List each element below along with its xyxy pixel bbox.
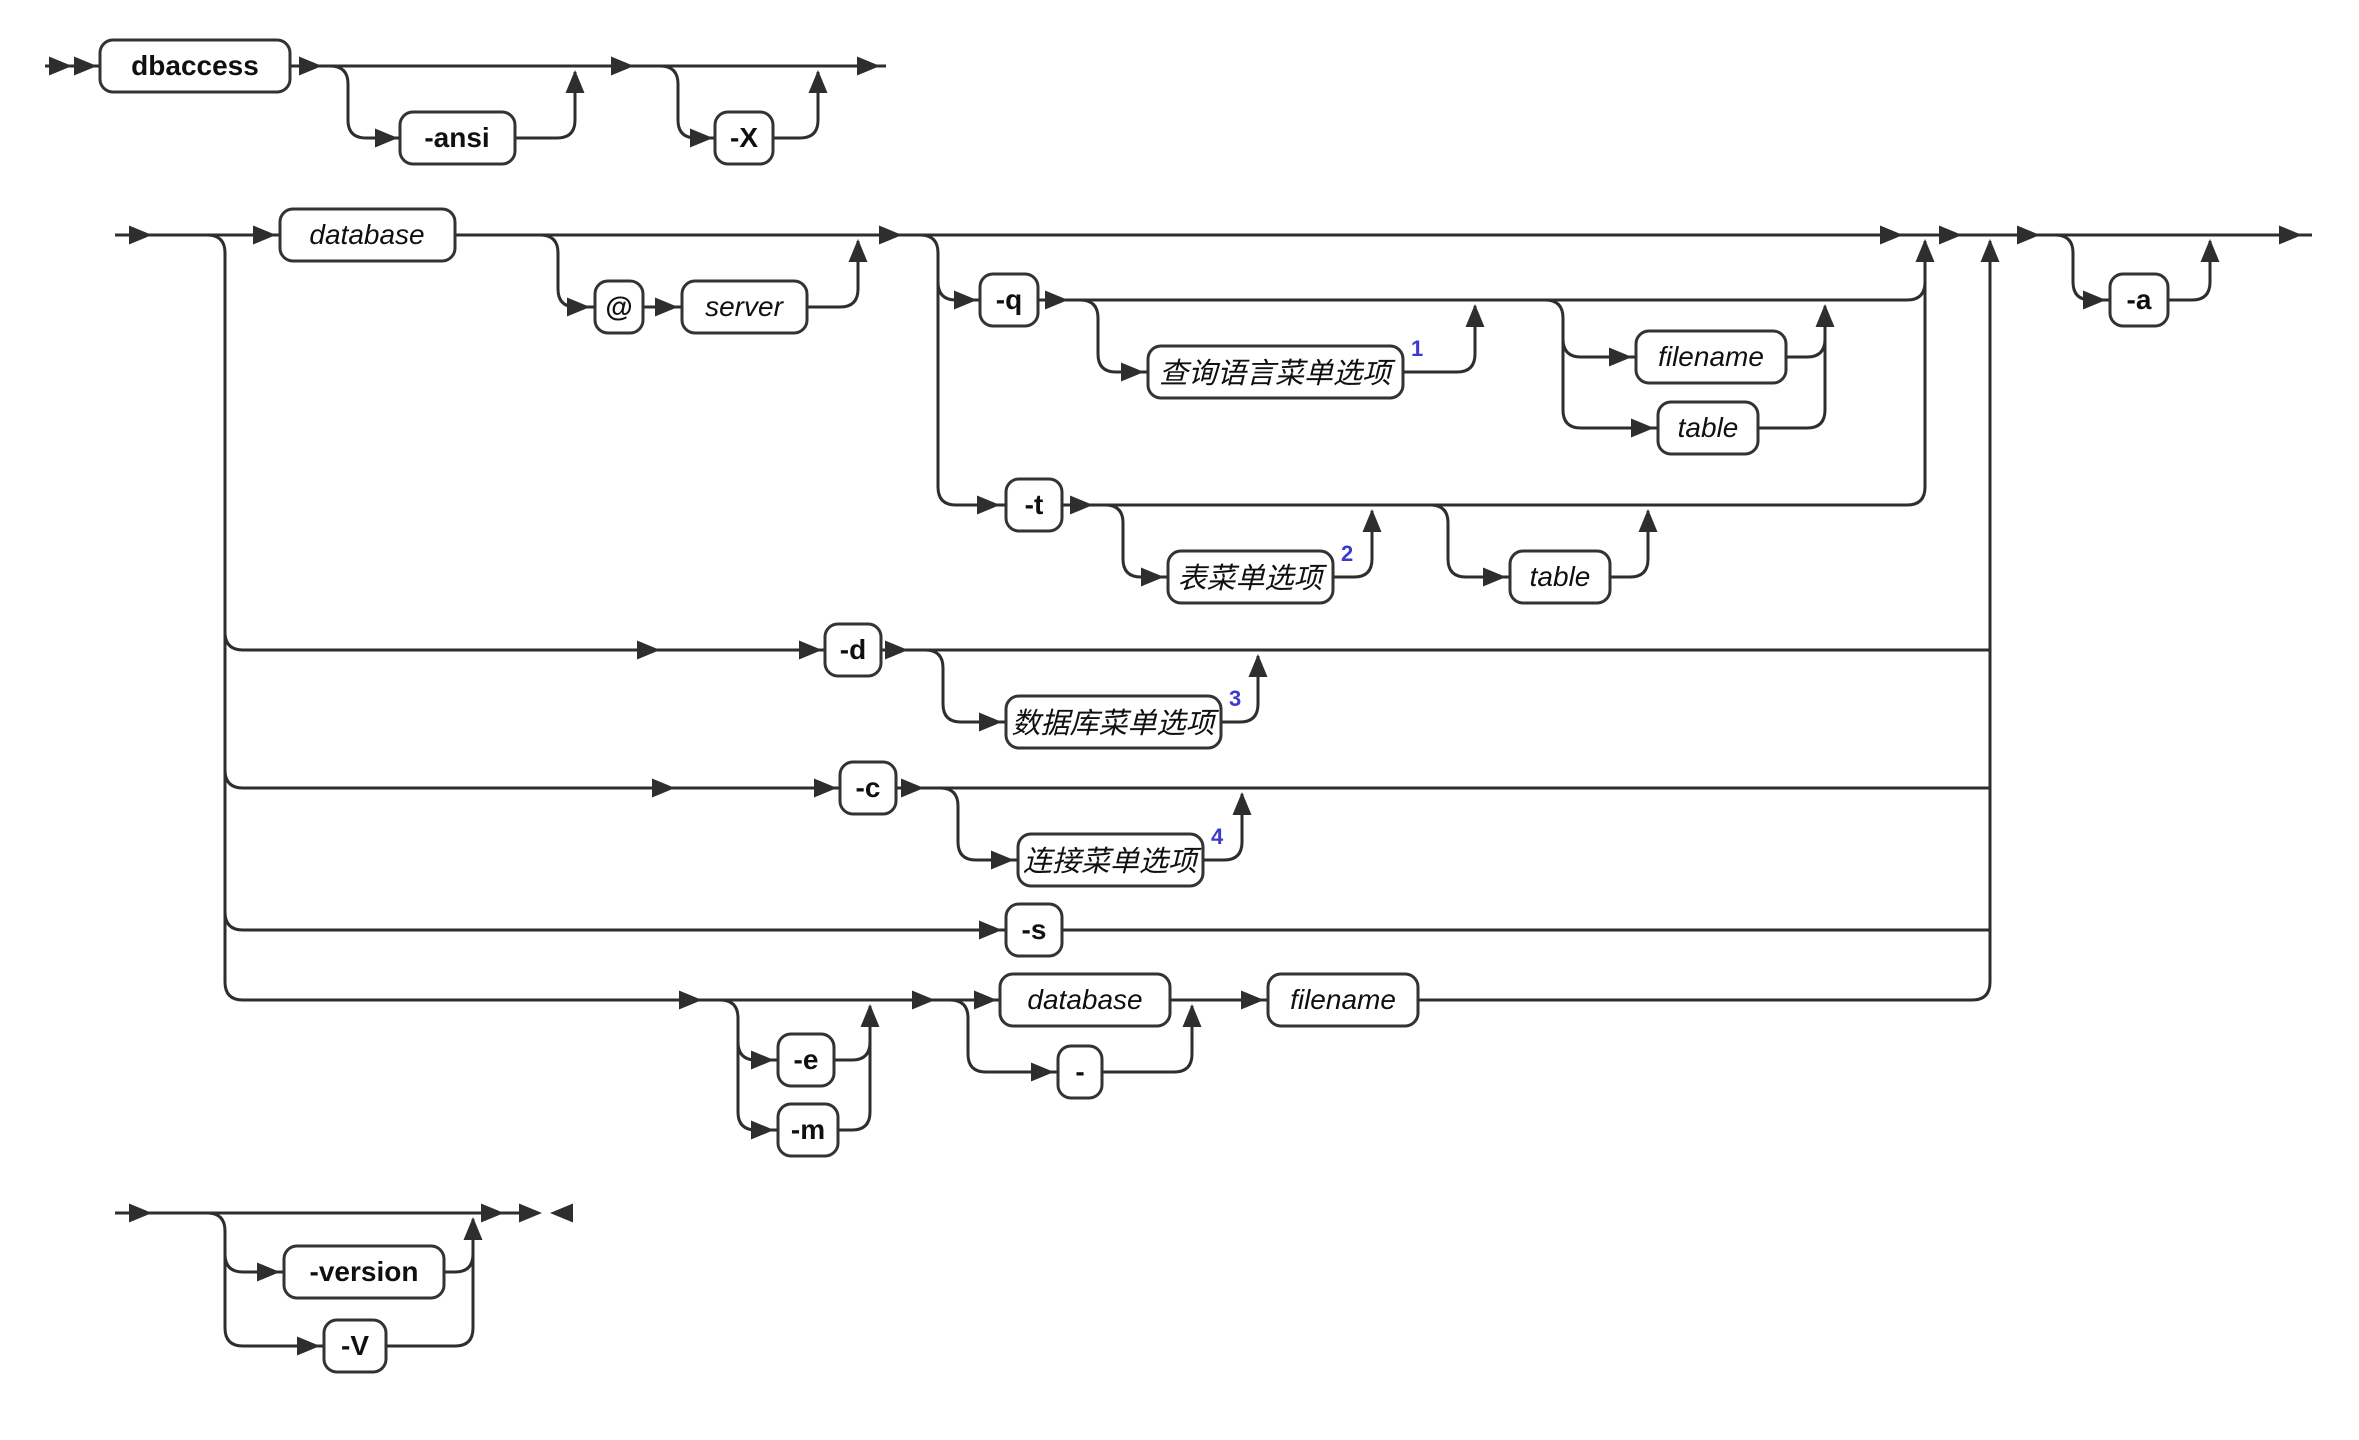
start-marker-row1 (49, 56, 97, 76)
node-d-flag-outline (823, 622, 883, 678)
node-dash: - (1056, 1044, 1104, 1100)
node-server-label: server (705, 291, 784, 322)
arrowheads (49, 56, 2302, 1356)
node-dash-outline (1056, 1044, 1104, 1100)
node-table-q-outline (1656, 400, 1760, 456)
node-query-language-menu-option-label: 查询语言菜单选项 (1159, 358, 1396, 390)
footnote-1: 1 (1411, 336, 1423, 361)
node-uppercase-x-outline (713, 110, 775, 166)
node-q-flag-label: -q (996, 284, 1022, 315)
node-uppercase-v-label: -V (341, 1330, 369, 1361)
node-version-label: -version (310, 1256, 419, 1287)
node-dash-label: - (1075, 1056, 1084, 1087)
node-table-t-label: table (1530, 561, 1591, 592)
node-dbaccess: dbaccess (98, 38, 292, 94)
node-s-flag-label: -s (1022, 914, 1047, 945)
node-at-sign-label: @ (605, 291, 632, 322)
node-t-flag-outline (1004, 477, 1064, 533)
node-filename-q: filename (1634, 329, 1788, 385)
node-s-flag: -s (1004, 902, 1064, 958)
node-c-flag-label: -c (856, 772, 881, 803)
footnote-4: 4 (1211, 824, 1224, 849)
node-c-flag-outline (838, 760, 898, 816)
node-table-menu-option: 表菜单选项 2 (1166, 541, 1353, 605)
node-q-flag-outline (978, 272, 1040, 328)
connector-lines (45, 64, 2312, 1348)
node-database-outline (278, 207, 457, 263)
node-uppercase-x-label: -X (730, 122, 758, 153)
node-version: -version (282, 1244, 446, 1300)
node-s-flag-outline (1004, 902, 1064, 958)
node-table-t-outline (1508, 549, 1612, 605)
node-m-flag-outline (776, 1102, 840, 1158)
node-uppercase-x: -X (713, 110, 775, 166)
node-at-sign: @ (593, 279, 645, 335)
node-table-q: table (1656, 400, 1760, 456)
node-version-outline (282, 1244, 446, 1300)
node-e-flag-label: -e (794, 1044, 819, 1075)
node-server-outline (680, 279, 809, 335)
node-connection-menu-option: 连接菜单选项 4 (1016, 824, 1224, 888)
node-q-flag: -q (978, 272, 1040, 328)
node-connection-menu-option-label: 连接菜单选项 (1023, 846, 1202, 878)
node-a-flag-outline (2108, 272, 2170, 328)
footnote-3: 3 (1229, 686, 1241, 711)
node-database: database (278, 207, 457, 263)
node-d-flag: -d (823, 622, 883, 678)
node-d-flag-label: -d (840, 634, 866, 665)
node-table-t: table (1508, 549, 1612, 605)
node-table-menu-option-outline (1166, 549, 1335, 605)
footnote-2: 2 (1341, 541, 1353, 566)
node-server: server (680, 279, 809, 335)
nodes: dbaccess -ansi -X database @ server -q (98, 38, 2170, 1374)
node-query-language-menu-option-outline (1146, 344, 1405, 400)
node-ansi: -ansi (398, 110, 517, 166)
node-database-em: database (998, 972, 1172, 1028)
node-ansi-label: -ansi (424, 122, 489, 153)
node-filename-em-outline (1266, 972, 1420, 1028)
node-database-em-label: database (1027, 984, 1142, 1015)
node-database-menu-option-label: 数据库菜单选项 (1011, 708, 1219, 740)
node-c-flag: -c (838, 760, 898, 816)
node-dbaccess-outline (98, 38, 292, 94)
node-ansi-outline (398, 110, 517, 166)
node-filename-em: filename (1266, 972, 1420, 1028)
node-a-flag: -a (2108, 272, 2170, 328)
node-database-menu-option-outline (1004, 694, 1223, 750)
node-at-sign-outline (593, 279, 645, 335)
node-table-q-label: table (1678, 412, 1739, 443)
node-m-flag-label: -m (791, 1114, 825, 1145)
node-m-flag: -m (776, 1102, 840, 1158)
node-query-language-menu-option: 查询语言菜单选项 1 (1146, 336, 1423, 400)
node-database-label: database (309, 219, 424, 250)
node-table-menu-option-label: 表菜单选项 (1177, 563, 1327, 595)
node-a-flag-label: -a (2127, 284, 2152, 315)
node-dbaccess-label: dbaccess (131, 50, 259, 81)
end-marker (519, 1203, 573, 1223)
node-filename-q-outline (1634, 329, 1788, 385)
node-database-menu-option: 数据库菜单选项 3 (1004, 686, 1241, 750)
node-database-em-outline (998, 972, 1172, 1028)
node-uppercase-v-outline (322, 1318, 388, 1374)
node-t-flag: -t (1004, 477, 1064, 533)
node-e-flag: -e (776, 1032, 836, 1088)
node-filename-em-label: filename (1290, 984, 1396, 1015)
node-filename-q-label: filename (1658, 341, 1764, 372)
node-uppercase-v: -V (322, 1318, 388, 1374)
node-e-flag-outline (776, 1032, 836, 1088)
node-t-flag-label: -t (1025, 489, 1044, 520)
node-connection-menu-option-outline (1016, 832, 1205, 888)
